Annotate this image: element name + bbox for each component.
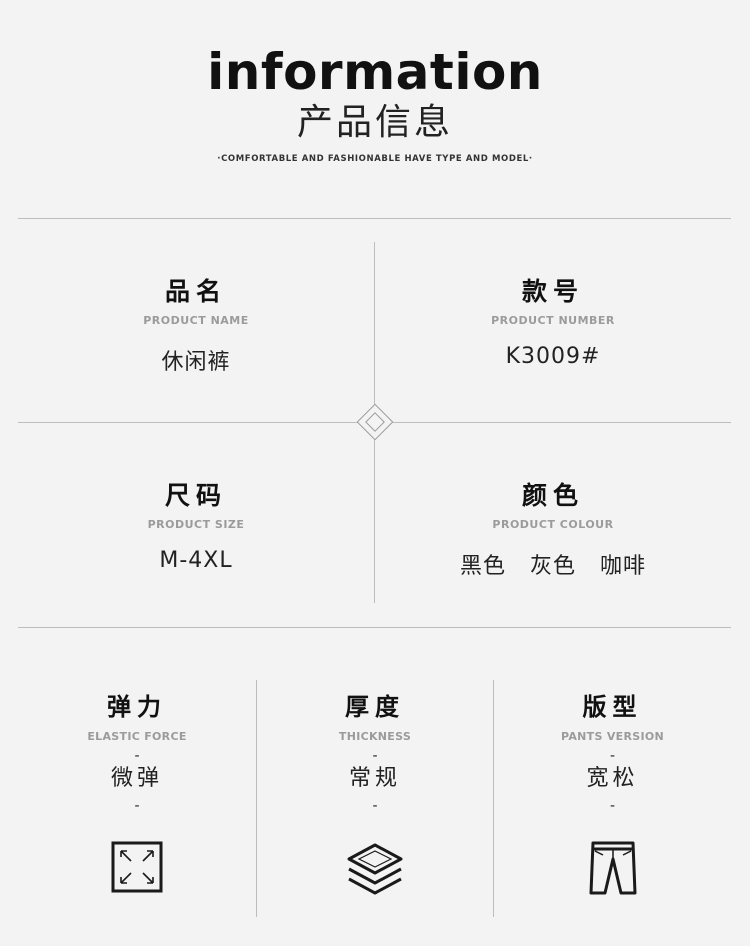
divider-top <box>18 218 731 219</box>
divider-bottom <box>18 627 731 628</box>
cell-product-size: 尺码 PRODUCT SIZE M-4XL <box>18 480 374 573</box>
feature-title: 版型 <box>582 693 643 721</box>
cell-title: 品名 <box>164 277 227 306</box>
colour-value: 灰色 <box>529 554 576 579</box>
cell-product-number: 款号 PRODUCT NUMBER K3009# <box>375 276 731 369</box>
feature-value: 常规 <box>348 766 401 791</box>
feature-dash: - <box>609 798 616 814</box>
layers-icon <box>345 837 405 897</box>
feature-en-label: THICKNESS <box>338 730 412 743</box>
feature-dash: - <box>372 798 378 814</box>
feature-value: 宽松 <box>586 766 639 791</box>
page-subtitle: 产品信息 <box>296 102 453 143</box>
colour-value: 黑色 <box>459 554 506 579</box>
elastic-expand-icon <box>107 837 167 897</box>
cell-en-label: PRODUCT NAME <box>143 314 249 327</box>
cell-value: K3009# <box>505 344 601 369</box>
colour-values: 黑色 灰色 咖啡 <box>375 548 731 580</box>
cell-en-label: PRODUCT COLOUR <box>492 518 614 531</box>
feature-en-label: PANTS VERSION <box>561 730 664 743</box>
cell-title: 款号 <box>521 277 584 306</box>
feature-title: 厚度 <box>345 693 405 721</box>
cell-en-label: PRODUCT SIZE <box>147 518 245 531</box>
cell-title: 颜色 <box>521 481 584 510</box>
pants-icon <box>583 837 643 897</box>
feature-dash: - <box>609 748 616 764</box>
feature-title: 弹力 <box>107 693 167 721</box>
feature-dash: - <box>134 748 140 764</box>
feature-dash: - <box>134 798 140 814</box>
cell-product-name: 品名 PRODUCT NAME 休闲裤 <box>18 276 374 376</box>
feature-value: 微弹 <box>110 766 163 791</box>
feature-dash: - <box>372 748 378 764</box>
tagline: ·COMFORTABLE AND FASHIONABLE HAVE TYPE A… <box>217 154 533 164</box>
feature-divider-1 <box>256 680 257 917</box>
feature-en-label: ELASTIC FORCE <box>87 730 187 743</box>
colour-value: 咖啡 <box>600 554 647 579</box>
cell-value: M-4XL <box>159 548 233 573</box>
feature-divider-2 <box>493 680 494 917</box>
cell-title: 尺码 <box>164 481 227 510</box>
feature-thickness: 厚度 THICKNESS - 常规 - <box>257 692 493 897</box>
cell-en-label: PRODUCT NUMBER <box>491 314 615 327</box>
cell-value: 休闲裤 <box>161 350 231 375</box>
feature-elastic: 弹力 ELASTIC FORCE - 微弹 - <box>18 692 256 897</box>
cell-product-colour: 颜色 PRODUCT COLOUR 黑色 灰色 咖啡 <box>375 480 731 580</box>
page-title: information <box>207 43 543 101</box>
feature-pants-version: 版型 PANTS VERSION - 宽松 - <box>494 692 731 897</box>
